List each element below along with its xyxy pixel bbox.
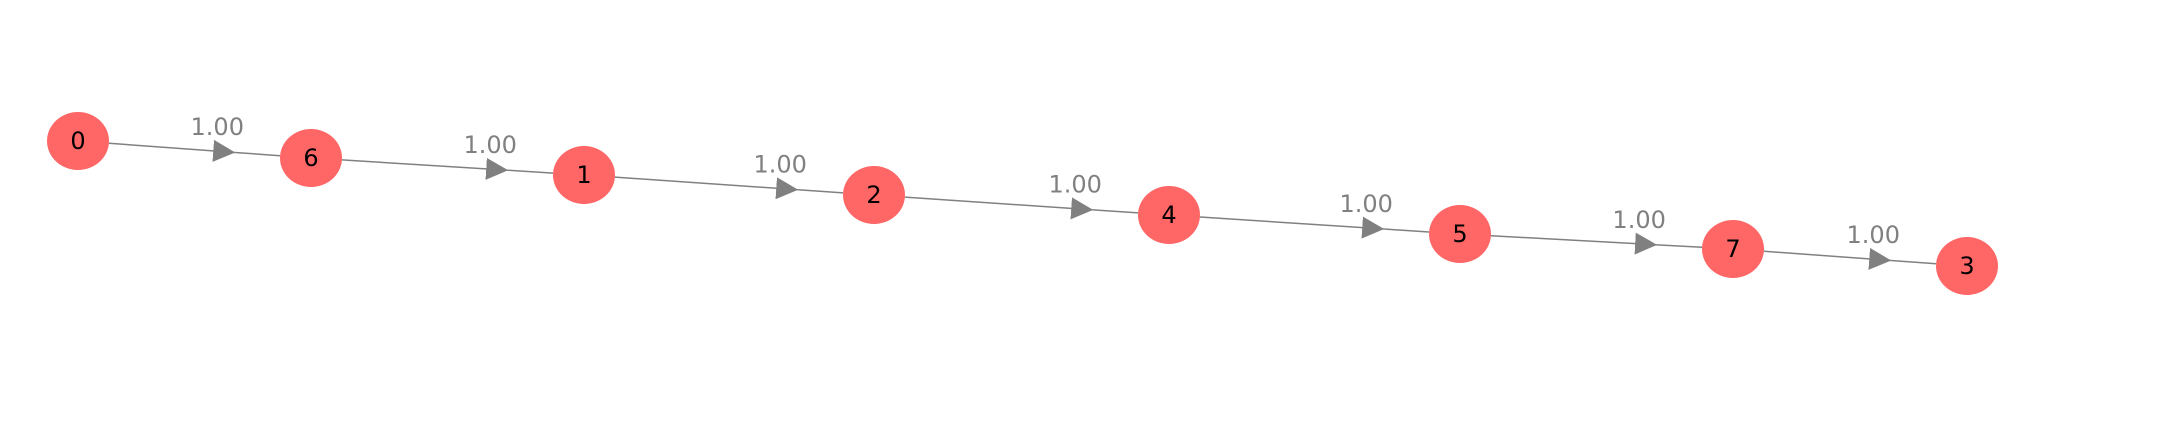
edge-1-2: 1.00: [614, 151, 844, 200]
edge-line: [1199, 216, 1385, 239]
node-label: 1: [576, 161, 591, 189]
edge-label: 1.00: [463, 131, 516, 159]
edge-line: [1490, 232, 1658, 255]
node-label: 7: [1725, 235, 1740, 263]
edge-0-6: 1.00: [108, 113, 281, 162]
node-5: 5: [1429, 205, 1491, 263]
node-shape: [553, 146, 615, 204]
node-shape: [280, 129, 342, 187]
edge-line: [108, 139, 236, 162]
edge-line-tail: [508, 169, 554, 174]
edge-2-4: 1.00: [904, 171, 1139, 220]
node-3: 3: [1936, 237, 1998, 295]
edge-line-tail: [798, 189, 844, 194]
node-shape: [1936, 237, 1998, 295]
edge-line-tail: [1891, 259, 1937, 265]
edge-label: 1.00: [1049, 171, 1102, 199]
edge-line: [1763, 247, 1892, 270]
edge-line-tail: [1384, 228, 1430, 233]
node-shape: [843, 166, 905, 224]
edge-5-7: 1.00: [1490, 206, 1703, 255]
node-label: 4: [1161, 201, 1176, 229]
node-1: 1: [553, 146, 615, 204]
node-label: 0: [70, 127, 85, 155]
node-label: 6: [303, 144, 318, 172]
node-6: 6: [280, 129, 342, 187]
edge-line-tail: [1093, 209, 1139, 214]
edge-line: [904, 196, 1094, 220]
edge-label: 1.00: [191, 113, 244, 141]
node-label: 2: [866, 181, 881, 209]
node-0: 0: [47, 112, 109, 170]
edge-label: 1.00: [754, 151, 807, 179]
node-label: 3: [1959, 252, 1974, 280]
edge-label: 1.00: [1612, 206, 1665, 234]
node-4: 4: [1138, 186, 1200, 244]
node-shape: [1138, 186, 1200, 244]
edge-7-3: 1.00: [1763, 221, 1937, 270]
edge-line: [614, 176, 799, 200]
edge-line: [341, 157, 509, 180]
edge-line-tail: [1657, 244, 1703, 249]
edge-line-tail: [235, 151, 281, 157]
node-label: 5: [1452, 220, 1467, 248]
edges-layer: 1.00 1.00 1.00 1.00 1.00 1.00 1.00: [108, 113, 1937, 270]
edge-6-1: 1.00: [341, 131, 554, 180]
node-2: 2: [843, 166, 905, 224]
edge-4-5: 1.00: [1199, 190, 1430, 239]
edge-label: 1.00: [1847, 221, 1900, 249]
node-shape: [47, 112, 109, 170]
edge-label: 1.00: [1339, 190, 1392, 218]
node-7: 7: [1702, 220, 1764, 278]
node-shape: [1702, 220, 1764, 278]
node-shape: [1429, 205, 1491, 263]
